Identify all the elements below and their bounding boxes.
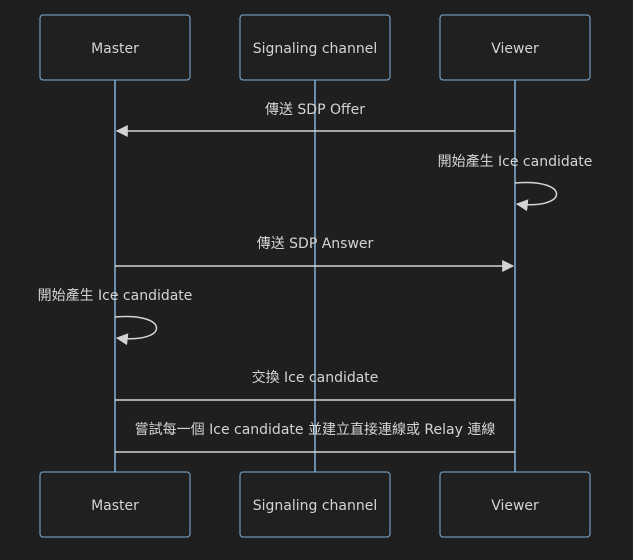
message-offer-label: 傳送 SDP Offer (265, 102, 365, 118)
actor-signaling-bottom: Signaling channel (239, 471, 391, 538)
actor-viewer-top: Viewer (439, 14, 591, 81)
actor-viewer-bottom-label: Viewer (491, 498, 539, 514)
message-try-connect-label: 嘗試每一個 Ice candidate 並建立直接連線或 Relay 連線 (135, 421, 496, 438)
message-master-gather-arrow (114, 315, 158, 346)
actor-signaling-bottom-label: Signaling channel (253, 498, 378, 514)
actor-viewer-top-label: Viewer (491, 41, 539, 57)
message-answer-label: 傳送 SDP Answer (257, 236, 374, 252)
message-exchange-label: 交換 Ice candidate (252, 369, 379, 386)
actor-viewer-bottom: Viewer (439, 471, 591, 538)
actor-master-top: Master (39, 14, 191, 81)
message-viewer-gather-label: 開始產生 Ice candidate (438, 153, 593, 170)
actor-signaling-top-label: Signaling channel (253, 41, 378, 57)
actor-master-bottom-label: Master (91, 498, 139, 514)
message-viewer-gather-arrow (514, 181, 558, 212)
actor-signaling-top: Signaling channel (239, 14, 391, 81)
actor-master-bottom: Master (39, 471, 191, 538)
message-master-gather-label: 開始產生 Ice candidate (38, 287, 193, 304)
actor-master-top-label: Master (91, 41, 139, 57)
